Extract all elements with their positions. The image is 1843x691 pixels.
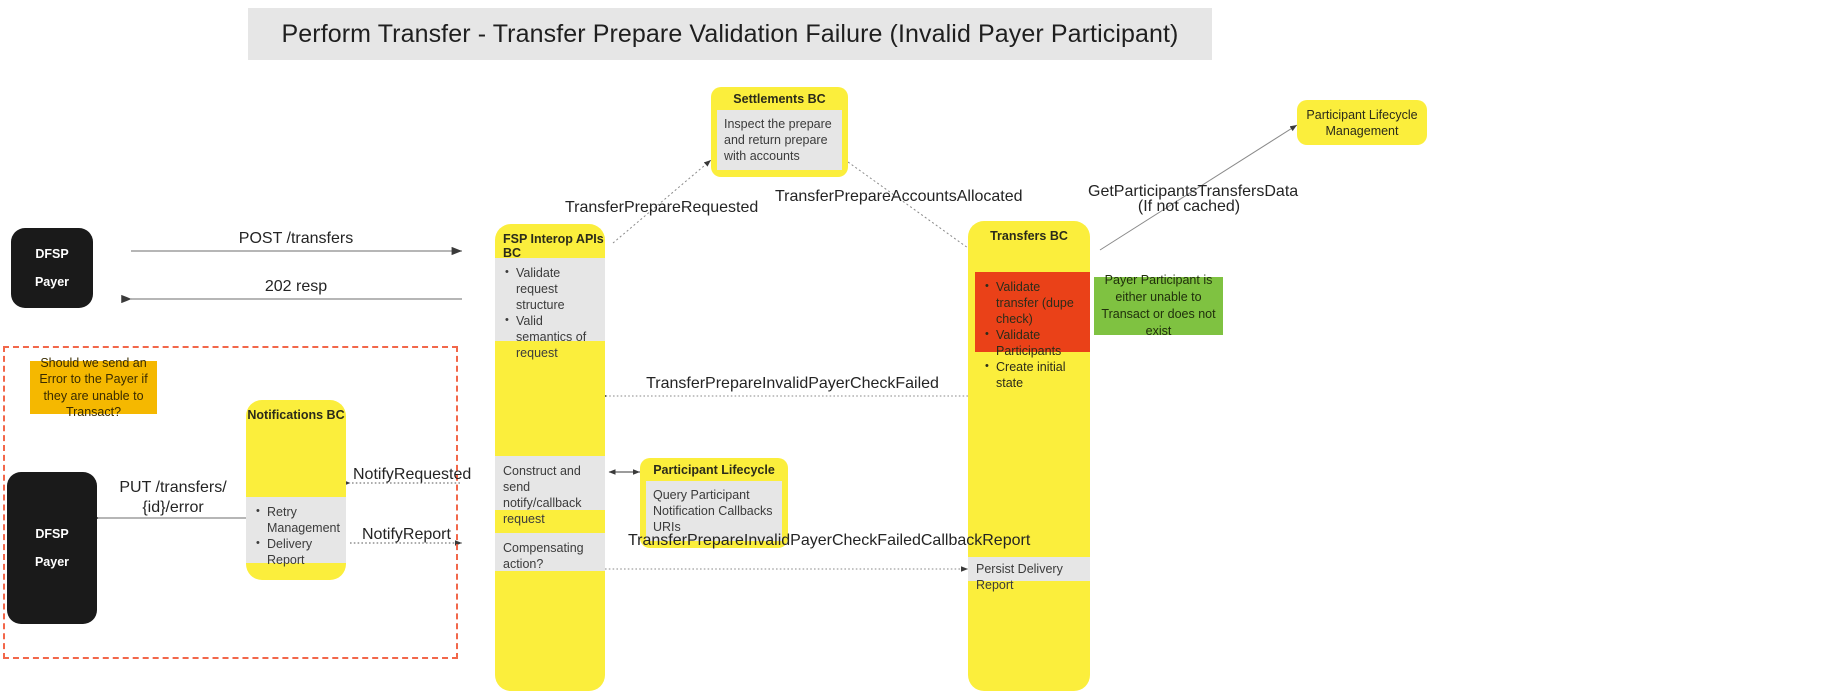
message-transfer-prepare-requested: TransferPrepareRequested [565,199,759,216]
actor-bottom-line1: DFSP [35,527,69,541]
callout-participant-lifecycle-title: Participant Lifecycle [653,463,775,477]
message-get-participants-transfers-data-line2: (If not cached) [1137,198,1241,215]
message-transfer-prepare-invalid-payer-check-failed-callback-report: TransferPrepareInvalidPayerCheckFailedCa… [628,532,1031,549]
lifeline-transfers-title: Transfers BC [990,229,1068,243]
note-error-question: Should we send an Error to the Payer if … [30,356,157,419]
message-202-resp: 202 resp [264,278,328,295]
activity-validate-transfer-item-0: Validate transfer (dupe check) [983,278,1082,327]
callout-participant-lifecycle: Participant Lifecycle Query Participant … [640,458,788,548]
activity-validate-request: Validate request structure Valid semanti… [495,258,605,360]
note-payer-participant-status: Payer Participant is either unable to Tr… [1094,273,1223,338]
activity-validate-transfer-item-2: Create initial state [983,358,1082,391]
actor-dfsp-payer-top: DFSP Payer [11,228,93,308]
activity-retry-delivery-item-1: Delivery Report [254,535,338,568]
callout-settlements-title: Settlements BC [733,92,826,106]
diagram-title-bar: Perform Transfer - Transfer Prepare Vali… [248,8,1212,60]
lifeline-fsp-interop-title: FSP Interop APIs BC [503,232,604,260]
activity-retry-delivery: Retry Management Delivery Report [246,497,346,567]
message-transfer-prepare-accounts-allocated: TransferPrepareAccountsAllocated [775,188,1023,205]
activity-persist-delivery-report: Persist Delivery Report [968,557,1090,592]
activity-retry-delivery-item-0: Retry Management [254,503,340,536]
callback-group-frame [3,346,458,659]
activity-validate-request-item-1: Valid semantics of request [503,312,597,361]
activity-validate-transfer: Validate transfer (dupe check) Validate … [975,272,1090,390]
callout-settlements-bc: Settlements BC Inspect the prepare and r… [711,87,848,177]
callout-participant-lifecycle-management: Participant Lifecycle Management [1297,100,1427,145]
message-notify-report: NotifyReport [362,526,451,543]
activity-construct-callback: Construct and send notify/callback reque… [495,456,605,526]
message-put-transfers-error-line2: {id}/error [142,499,204,516]
activity-compensating-action: Compensating action? [495,533,605,571]
message-put-transfers-error-line1: PUT /transfers/ [119,479,227,496]
callout-settlements-body: Inspect the prepare and return prepare w… [717,110,842,170]
callout-participant-lifecycle-body: Query Participant Notification Callbacks… [646,481,782,541]
message-transfer-prepare-invalid-payer-check-failed: TransferPrepareInvalidPayerCheckFailed [646,375,939,392]
activity-validate-request-item-0: Validate request structure [503,264,597,313]
page-title: Perform Transfer - Transfer Prepare Vali… [281,19,1179,48]
actor-top-line2: Payer [34,275,70,289]
actor-top-line1: DFSP [35,247,69,261]
message-notify-requested: NotifyRequested [353,466,472,483]
lifeline-notifications-title: Notifications BC [247,408,345,422]
actor-bottom-line2: Payer [34,555,70,569]
activity-validate-transfer-item-1: Validate Participants [983,326,1082,359]
message-get-participants-transfers-data-line1: GetParticipantsTransfersData [1088,183,1299,200]
message-post-transfers: POST /transfers [238,230,354,247]
actor-dfsp-payer-bottom: DFSP Payer [7,472,97,624]
